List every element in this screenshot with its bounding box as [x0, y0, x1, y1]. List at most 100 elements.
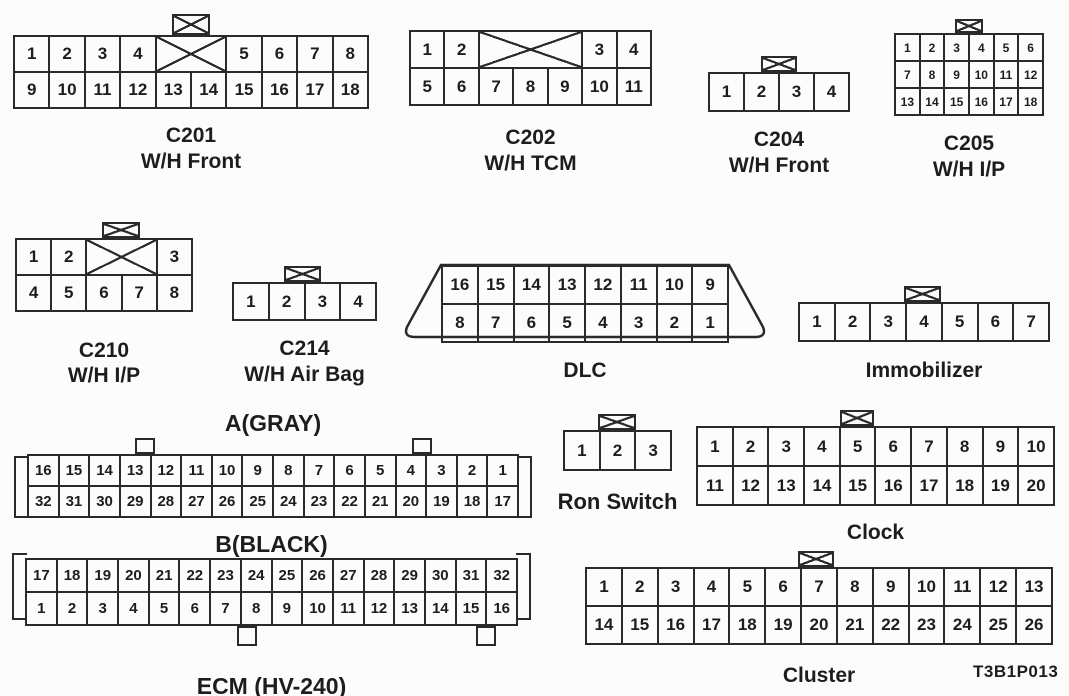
- connector-sublabel: W/H Front: [140, 150, 242, 173]
- pin-cell: 26: [301, 558, 334, 593]
- latch-tab-icon: [476, 626, 496, 646]
- pin-cell: 8: [155, 274, 194, 312]
- pin-cell: 18: [728, 605, 767, 645]
- pin-cell: 21: [835, 605, 874, 645]
- keyway-icon: [102, 222, 140, 238]
- pin-cell: 1: [708, 72, 745, 112]
- pin-cell: 2: [833, 302, 872, 342]
- pin-cell: 8: [331, 35, 370, 73]
- shell-wing-left: [12, 553, 27, 620]
- pin-cell: 22: [178, 558, 212, 593]
- pin-cell: 2: [455, 454, 489, 487]
- connector-label: DLC: [563, 359, 607, 382]
- keyway-icon: [840, 410, 874, 426]
- pin-cell: 5: [147, 591, 181, 626]
- latch-tab-icon: [237, 626, 257, 646]
- pin-cell: 2: [731, 426, 770, 467]
- pin-cell: 19: [981, 465, 1020, 506]
- pin-cell: 3: [86, 591, 120, 626]
- pin-cell: 14: [189, 71, 228, 109]
- pin-cell: 17: [910, 465, 948, 506]
- pin-cell: 20: [117, 558, 150, 593]
- pin-cell: 3: [619, 303, 658, 343]
- pin-cell: 16: [967, 87, 995, 116]
- pin-cell: 19: [764, 605, 803, 645]
- pin-cell: 7: [476, 303, 515, 343]
- pin-cell: 16: [260, 71, 299, 109]
- keyway-icon: [955, 19, 983, 33]
- pin-cell: 1: [486, 454, 519, 487]
- connector-label: C205: [943, 132, 995, 155]
- pin-cell: 5: [408, 67, 446, 106]
- pin-cell: 32: [485, 558, 518, 593]
- pin-cell: 21: [363, 485, 397, 518]
- pin-cell: 18: [945, 465, 984, 506]
- pin-cell: 8: [835, 567, 874, 607]
- pin-cell: 18: [455, 485, 489, 518]
- pin-cell: 19: [425, 485, 458, 518]
- pin-cell: 27: [331, 558, 365, 593]
- pin-cell: 1: [696, 426, 734, 467]
- pin-cell: 3: [778, 72, 815, 112]
- pin-cell: 14: [423, 591, 457, 626]
- pin-cell: 22: [333, 485, 366, 518]
- pin-cell: 7: [477, 67, 515, 106]
- pin-cell: 13: [1015, 567, 1053, 607]
- pin-cell: 14: [803, 465, 841, 506]
- pin-cell: 12: [119, 71, 157, 109]
- pin-cell: 28: [362, 558, 396, 593]
- pin-cell: 17: [992, 87, 1020, 116]
- pin-cell: 6: [976, 302, 1015, 342]
- pin-cell: 5: [363, 454, 397, 487]
- pin-cell: 4: [692, 567, 731, 607]
- pin-cell: 7: [910, 426, 948, 467]
- pin-cell: 7: [894, 60, 921, 89]
- pin-cell: 17: [25, 558, 58, 593]
- pin-cell: 1: [14, 238, 53, 276]
- pin-cell: 5: [838, 426, 877, 467]
- pin-cell: 4: [394, 454, 428, 487]
- pin-cell: 16: [874, 465, 913, 506]
- pin-cell: 16: [485, 591, 518, 626]
- pin-cell: 8: [945, 426, 984, 467]
- pin-cell: 2: [743, 72, 780, 112]
- pin-cell: 10: [1017, 426, 1055, 467]
- keyway-icon: [761, 56, 797, 72]
- pin-cell: 12: [584, 265, 622, 305]
- connector-label: Cluster: [782, 664, 856, 687]
- pin-cell: 4: [615, 30, 653, 69]
- latch-tab-icon: [135, 438, 155, 454]
- shell-wing-right: [517, 456, 532, 518]
- connector-label: C202: [505, 126, 556, 149]
- pin-cell: 12: [149, 454, 183, 487]
- pin-cell: 2: [443, 30, 480, 69]
- keyway-icon: [284, 266, 321, 282]
- pin-cell: 6: [333, 454, 366, 487]
- shell-wing-right: [516, 553, 531, 620]
- pin-cell: 13: [548, 265, 586, 305]
- pin-cell: 20: [800, 605, 838, 645]
- pin-cell: 13: [154, 71, 192, 109]
- pin-cell: 24: [943, 605, 982, 645]
- pin-cell: 10: [301, 591, 334, 626]
- pin-cell: 3: [83, 35, 122, 73]
- pin-cell: 21: [147, 558, 181, 593]
